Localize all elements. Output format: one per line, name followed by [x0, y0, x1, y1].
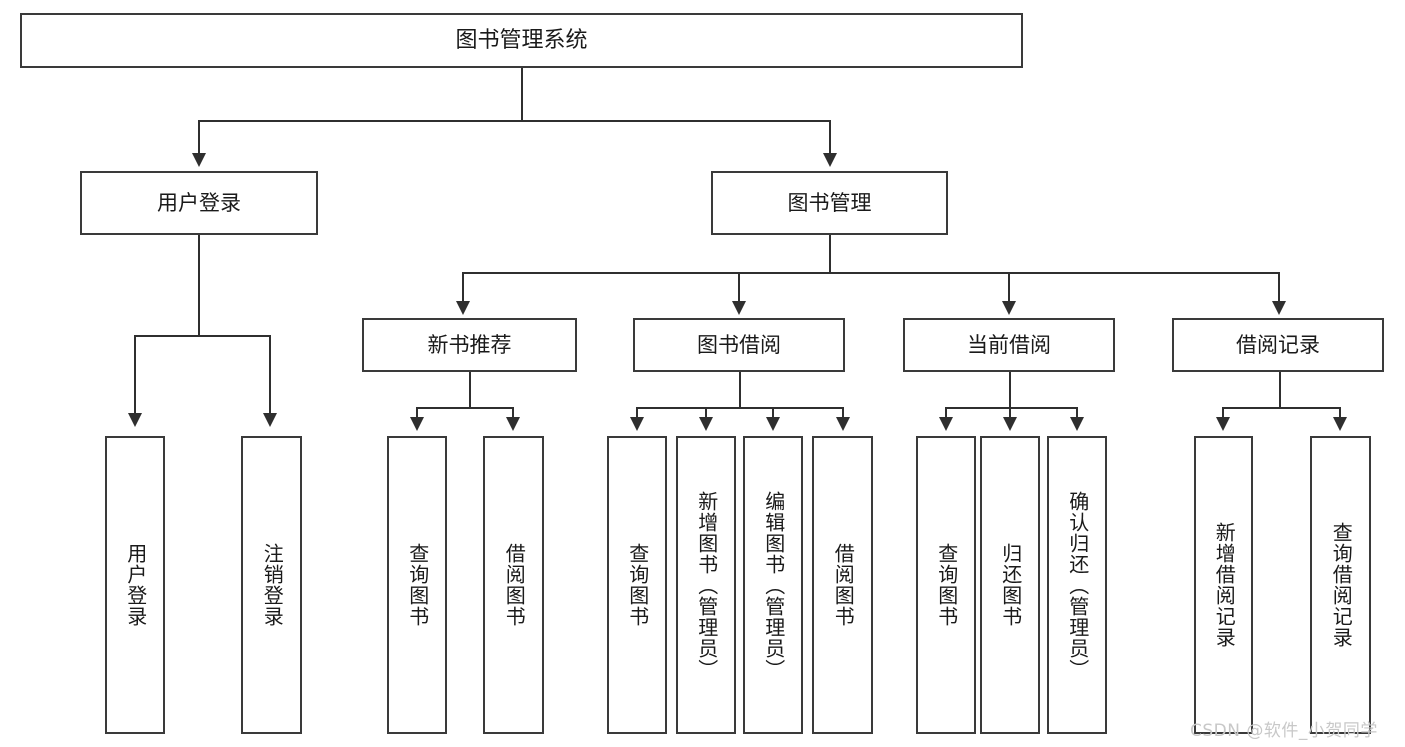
arrowhead-to-add-book [699, 417, 713, 431]
arrowhead-to-leaf-logout [263, 413, 277, 427]
arrowhead-to-query-book-1 [410, 417, 424, 431]
connector-bm-to-new-book-recommend [462, 272, 464, 304]
node-leaf-return-book[interactable]: 归还图书 [980, 436, 1040, 734]
node-leaf-add-book[interactable]: 新增图书（管理员） [676, 436, 736, 734]
connector-borrow-record-bus [1222, 407, 1341, 409]
connector-book-borrow-stem [739, 372, 741, 408]
arrowhead-to-confirm-return [1070, 417, 1084, 431]
node-label: 编辑图书（管理员） [761, 490, 786, 680]
node-book-borrow[interactable]: 图书借阅 [633, 318, 845, 372]
connector-cb-to-return-book [1009, 407, 1011, 421]
connector-user-login-stem [198, 235, 200, 336]
node-new-book-recommend[interactable]: 新书推荐 [362, 318, 577, 372]
node-leaf-user-login[interactable]: 用户登录 [105, 436, 165, 734]
node-label: 归还图书 [998, 543, 1023, 627]
arrowhead-to-edit-book [766, 417, 780, 431]
connector-user-login-to-leaf-logout [269, 335, 271, 416]
connector-new-book-recommend-bus [416, 407, 514, 409]
arrowhead-to-book-borrow [732, 301, 746, 315]
node-leaf-edit-book[interactable]: 编辑图书（管理员） [743, 436, 803, 734]
node-label: 查询图书 [934, 543, 959, 627]
arrowhead-to-query-book-2 [630, 417, 644, 431]
connector-br-to-add-record [1222, 407, 1224, 421]
node-current-borrow[interactable]: 当前借阅 [903, 318, 1115, 372]
node-leaf-query-book-1[interactable]: 查询图书 [387, 436, 447, 734]
connector-nbr-to-borrow-book [512, 407, 514, 421]
node-label: 当前借阅 [967, 332, 1051, 357]
node-label: 查询借阅记录 [1329, 522, 1354, 648]
connector-bm-to-book-borrow [738, 272, 740, 304]
connector-nbr-to-query-book [416, 407, 418, 421]
node-leaf-borrow-book-2[interactable]: 借阅图书 [812, 436, 873, 734]
connector-book-borrow-bus [636, 407, 844, 409]
connector-bb-to-borrow-book [842, 407, 844, 421]
node-label: 借阅记录 [1236, 332, 1320, 357]
connector-user-login-bus [134, 335, 271, 337]
arrowhead-to-return-book [1003, 417, 1017, 431]
node-label: 图书借阅 [697, 332, 781, 357]
connector-bb-to-edit-book [772, 407, 774, 421]
connector-cb-to-query-book [945, 407, 947, 421]
connector-borrow-record-stem [1279, 372, 1281, 408]
arrowhead-to-current-borrow [1002, 301, 1016, 315]
connector-root-bus [198, 120, 831, 122]
connector-book-management-stem [829, 235, 831, 273]
arrowhead-to-new-book-recommend [456, 301, 470, 315]
node-leaf-query-book-3[interactable]: 查询图书 [916, 436, 976, 734]
connector-root-stem [521, 68, 523, 121]
connector-root-to-book-management [829, 120, 831, 156]
arrowhead-to-borrow-record [1272, 301, 1286, 315]
connector-root-to-user-login [198, 120, 200, 156]
node-label: 注销登录 [260, 543, 285, 627]
node-label: 图书管理系统 [455, 27, 588, 53]
connector-bb-to-add-book [705, 407, 707, 421]
node-label: 确认归还（管理员） [1065, 490, 1090, 680]
node-book-management[interactable]: 图书管理 [711, 171, 948, 235]
node-label: 借阅图书 [502, 543, 527, 627]
node-leaf-logout-login[interactable]: 注销登录 [241, 436, 302, 734]
node-label: 查询图书 [625, 543, 650, 627]
node-leaf-add-record[interactable]: 新增借阅记录 [1194, 436, 1253, 734]
arrowhead-to-leaf-user-login [128, 413, 142, 427]
arrowhead-to-book-management [823, 153, 837, 167]
connector-bm-to-current-borrow [1008, 272, 1010, 304]
node-label: 用户登录 [123, 543, 148, 627]
node-label: 用户登录 [157, 190, 241, 215]
node-leaf-borrow-book-1[interactable]: 借阅图书 [483, 436, 544, 734]
node-label: 图书管理 [787, 190, 872, 215]
arrowhead-to-add-record [1216, 417, 1230, 431]
watermark-text: CSDN @软件_小贺同学 [1190, 721, 1378, 741]
node-label: 新增图书（管理员） [694, 490, 719, 680]
node-label: 新增借阅记录 [1212, 522, 1237, 648]
connector-user-login-to-leaf-user-login [134, 335, 136, 416]
connector-cb-to-confirm-return [1076, 407, 1078, 421]
arrowhead-to-borrow-book-1 [506, 417, 520, 431]
arrowhead-to-user-login [192, 153, 206, 167]
arrowhead-to-query-book-3 [939, 417, 953, 431]
node-leaf-query-record[interactable]: 查询借阅记录 [1310, 436, 1371, 734]
node-borrow-record[interactable]: 借阅记录 [1172, 318, 1384, 372]
node-leaf-confirm-return[interactable]: 确认归还（管理员） [1047, 436, 1107, 734]
node-label: 借阅图书 [831, 543, 856, 627]
node-leaf-query-book-2[interactable]: 查询图书 [607, 436, 667, 734]
connector-bm-to-borrow-record [1278, 272, 1280, 304]
connector-current-borrow-stem [1009, 372, 1011, 408]
node-label: 新书推荐 [427, 332, 512, 357]
connector-bb-to-query-book [636, 407, 638, 421]
connector-book-management-bus [462, 272, 1280, 274]
arrowhead-to-borrow-book-2 [836, 417, 850, 431]
connector-br-to-query-record [1339, 407, 1341, 421]
connector-current-borrow-bus [945, 407, 1077, 409]
node-root-book-management-system[interactable]: 图书管理系统 [20, 13, 1023, 68]
node-label: 查询图书 [405, 543, 430, 627]
connector-new-book-recommend-stem [469, 372, 471, 408]
node-user-login[interactable]: 用户登录 [80, 171, 318, 235]
arrowhead-to-query-record [1333, 417, 1347, 431]
